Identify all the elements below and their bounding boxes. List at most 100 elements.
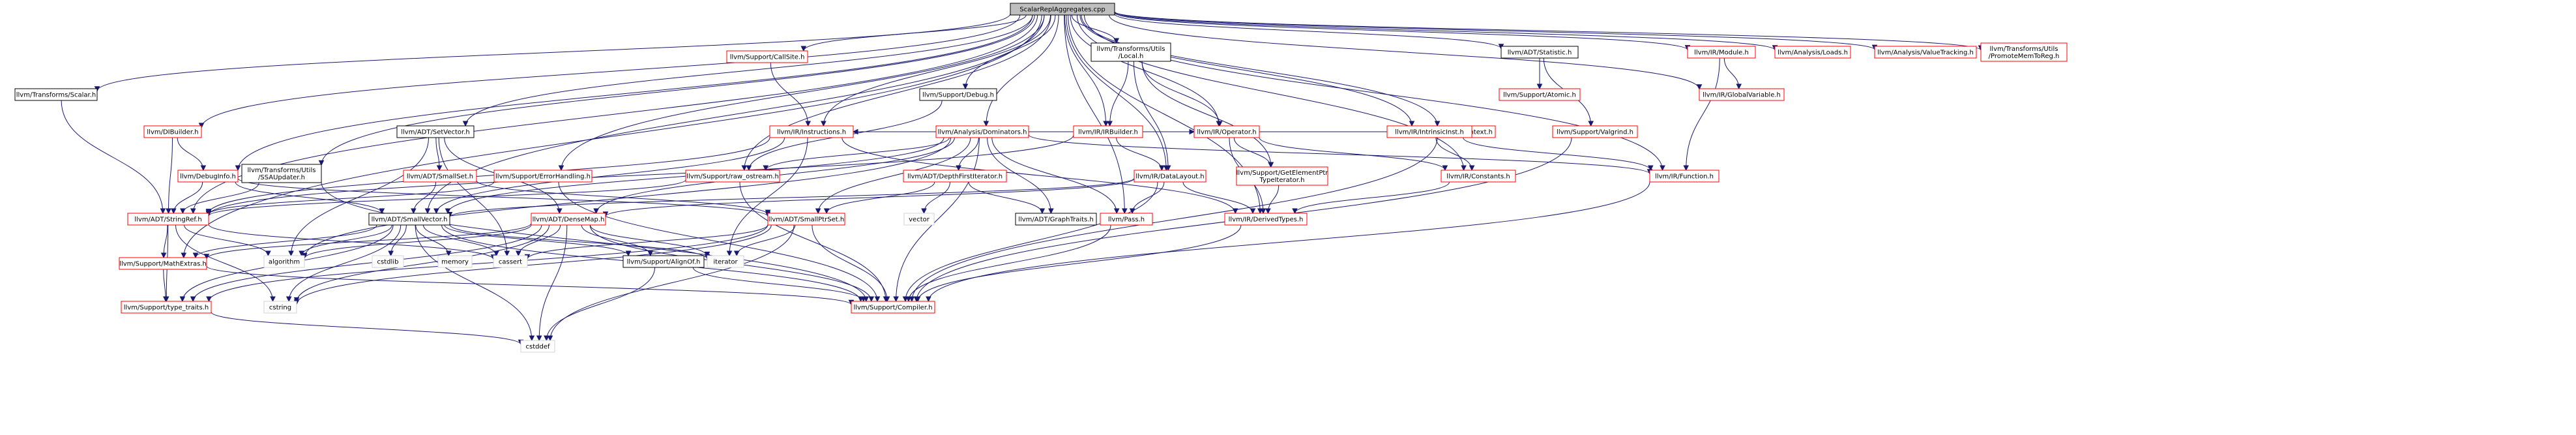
- edge-arrowhead: [893, 296, 899, 303]
- node-statistic[interactable]: llvm/ADT/Statistic.h: [1500, 46, 1579, 59]
- node-smallptrset[interactable]: llvm/ADT/SmallPtrSet.h: [767, 213, 845, 226]
- node-debugloc[interactable]: llvm/DebugInfo.h: [177, 170, 239, 183]
- node-box: [121, 301, 212, 314]
- node-module[interactable]: llvm/IR/Module.h: [1687, 46, 1756, 59]
- node-setvector[interactable]: llvm/ADT/SetVector.h: [396, 125, 475, 138]
- node-label: llvm/Analysis/Loads.h: [1778, 50, 1848, 57]
- edge-datalayout-to-densemap: [602, 178, 1135, 218]
- node-label: llvm/Support/Compiler.h: [853, 305, 932, 312]
- edge-depthfirst-to-smallptrset: [823, 181, 935, 215]
- node-alignof[interactable]: llvm/Support/AlignOf.h: [622, 255, 705, 268]
- edge-arrowhead: [203, 254, 210, 260]
- edge-errorhandling-to-compiler: [558, 181, 881, 303]
- node-tulocal[interactable]: llvm/Transforms/Utils/Local.h: [1090, 42, 1171, 62]
- node-derivedtypes[interactable]: llvm/IR/DerivedTypes.h: [1224, 213, 1308, 226]
- edge-arrowhead: [726, 250, 733, 257]
- edge-line: [173, 181, 203, 214]
- node-cassert[interactable]: cassert: [493, 255, 528, 268]
- edge-line: [1141, 61, 1220, 127]
- edge-line: [817, 137, 971, 214]
- node-label: memory: [441, 259, 469, 266]
- node-box: [1687, 46, 1756, 59]
- node-valgrind[interactable]: llvm/Support/Valgrind.h: [1552, 125, 1638, 138]
- edge-densemap-to-cstddef: [536, 224, 568, 342]
- edge-arrowhead: [179, 296, 186, 303]
- edge-arrowhead: [200, 165, 207, 172]
- node-depthfirst[interactable]: llvm/ADT/DepthFirstIterator.h: [903, 170, 1007, 183]
- node-cstdlib[interactable]: cstdlib: [372, 255, 404, 268]
- edge-line: [1081, 14, 1438, 127]
- node-function[interactable]: llvm/IR/Function.h: [1649, 170, 1720, 183]
- node-dominators[interactable]: llvm/Analysis/Dominators.h: [935, 125, 1029, 138]
- edge-arrowhead: [741, 165, 748, 172]
- node-rawostream[interactable]: llvm/Support/raw_ostream.h: [685, 170, 780, 183]
- node-label: llvm/ADT/DenseMap.h: [533, 217, 605, 224]
- node-callsite[interactable]: llvm/Support/CallSite.h: [726, 50, 808, 63]
- node-ssaupdater[interactable]: llvm/Transforms/Utils/SSAUpdater.h: [241, 164, 322, 183]
- node-graphtraits[interactable]: llvm/ADT/GraphTraits.h: [1015, 213, 1097, 226]
- edge-line: [911, 137, 1438, 302]
- node-errorhandling[interactable]: llvm/Support/ErrorHandling.h: [493, 170, 593, 183]
- edge-arrowhead: [424, 208, 431, 215]
- node-globalvariable[interactable]: llvm/IR/GlobalVariable.h: [1699, 88, 1785, 101]
- node-vector[interactable]: vector: [903, 213, 935, 226]
- node-root[interactable]: ScalarReplAggregates.cpp: [1010, 3, 1115, 16]
- node-box: [520, 340, 555, 353]
- node-intrinsicinst[interactable]: llvm/IR/IntrinsicInst.h: [1386, 125, 1472, 138]
- node-loads[interactable]: llvm/Analysis/Loads.h: [1774, 46, 1851, 59]
- edge-arrowhead: [983, 121, 989, 127]
- node-smallvector[interactable]: llvm/ADT/SmallVector.h: [368, 213, 450, 226]
- node-atomic[interactable]: llvm/Support/Atomic.h: [1499, 88, 1581, 101]
- edge-line: [182, 182, 259, 214]
- node-cstddef[interactable]: cstddef: [520, 340, 555, 353]
- edge-arrowhead: [1113, 208, 1120, 215]
- node-cstring[interactable]: cstring: [263, 301, 297, 314]
- node-label: llvm/IR/DataLayout.h: [1135, 173, 1204, 181]
- node-smallset[interactable]: llvm/ADT/SmallSet.h: [403, 170, 477, 183]
- node-irbuilder[interactable]: llvm/IR/IRBuilder.h: [1073, 125, 1143, 138]
- edge-arrowhead: [874, 296, 881, 303]
- node-constants[interactable]: llvm/IR/Constants.h: [1441, 170, 1516, 183]
- edge-dominators-to-pass: [991, 137, 1120, 215]
- node-instructions[interactable]: llvm/IR/Instructions.h: [769, 125, 854, 138]
- node-box: [493, 255, 528, 268]
- node-label: llvm/Analysis/ValueTracking.h: [1877, 50, 1974, 57]
- node-memory[interactable]: memory: [437, 255, 473, 268]
- node-label: algorithm: [269, 259, 300, 266]
- edge-line: [296, 224, 549, 303]
- node-datalayout[interactable]: llvm/IR/DataLayout.h: [1134, 170, 1207, 183]
- edge-arrowhead: [1165, 165, 1171, 172]
- node-dibuilder[interactable]: llvm/DIBuilder.h: [143, 125, 202, 138]
- edge-line: [968, 181, 1043, 214]
- edge-arrowhead: [1434, 121, 1441, 127]
- node-label: llvm/IR/Operator.h: [1197, 129, 1256, 136]
- edge-arrowhead: [800, 46, 807, 52]
- node-iterator[interactable]: iterator: [707, 255, 744, 268]
- node-typetraits[interactable]: llvm/Support/type_traits.h: [121, 301, 212, 314]
- node-supportdebug[interactable]: llvm/Support/Debug.h: [919, 88, 997, 101]
- edge-line: [1116, 137, 1162, 171]
- edge-line: [61, 100, 164, 214]
- nodes-layer: ScalarReplAggregates.cpp llvm/ADT/StringR…: [14, 3, 2068, 353]
- edge-arrowhead: [921, 208, 927, 215]
- node-box: [1552, 125, 1638, 138]
- node-tscalar[interactable]: llvm/Transforms/Scalar.h: [14, 88, 98, 101]
- node-stringref[interactable]: llvm/ADT/StringRef.h: [127, 213, 209, 226]
- node-densemap[interactable]: llvm/ADT/DenseMap.h: [531, 213, 606, 226]
- node-pass[interactable]: llvm/Pass.h: [1100, 213, 1153, 226]
- node-algorithm[interactable]: algorithm: [263, 255, 305, 268]
- edge-line: [1259, 137, 1446, 171]
- edge-smallvector-to-algorithm: [299, 224, 392, 257]
- node-promotemem[interactable]: llvm/Transforms/Utils/PromoteMemToReg.h: [1980, 42, 2068, 62]
- node-compiler[interactable]: llvm/Support/Compiler.h: [851, 301, 935, 314]
- edge-line: [729, 137, 808, 256]
- edge-line: [1079, 14, 1412, 127]
- edge-typetraits-to-cstddef: [211, 311, 524, 346]
- node-label: ScalarReplAggregates.cpp: [1019, 7, 1105, 14]
- node-mathextras[interactable]: llvm/Support/MathExtras.h: [119, 257, 207, 270]
- node-valuetracking[interactable]: llvm/Analysis/ValueTracking.h: [1874, 46, 1977, 59]
- edge-arrowhead: [860, 296, 867, 303]
- node-operator[interactable]: llvm/IR/Operator.h: [1193, 125, 1260, 138]
- node-label: llvm/Support/AlignOf.h: [627, 259, 701, 266]
